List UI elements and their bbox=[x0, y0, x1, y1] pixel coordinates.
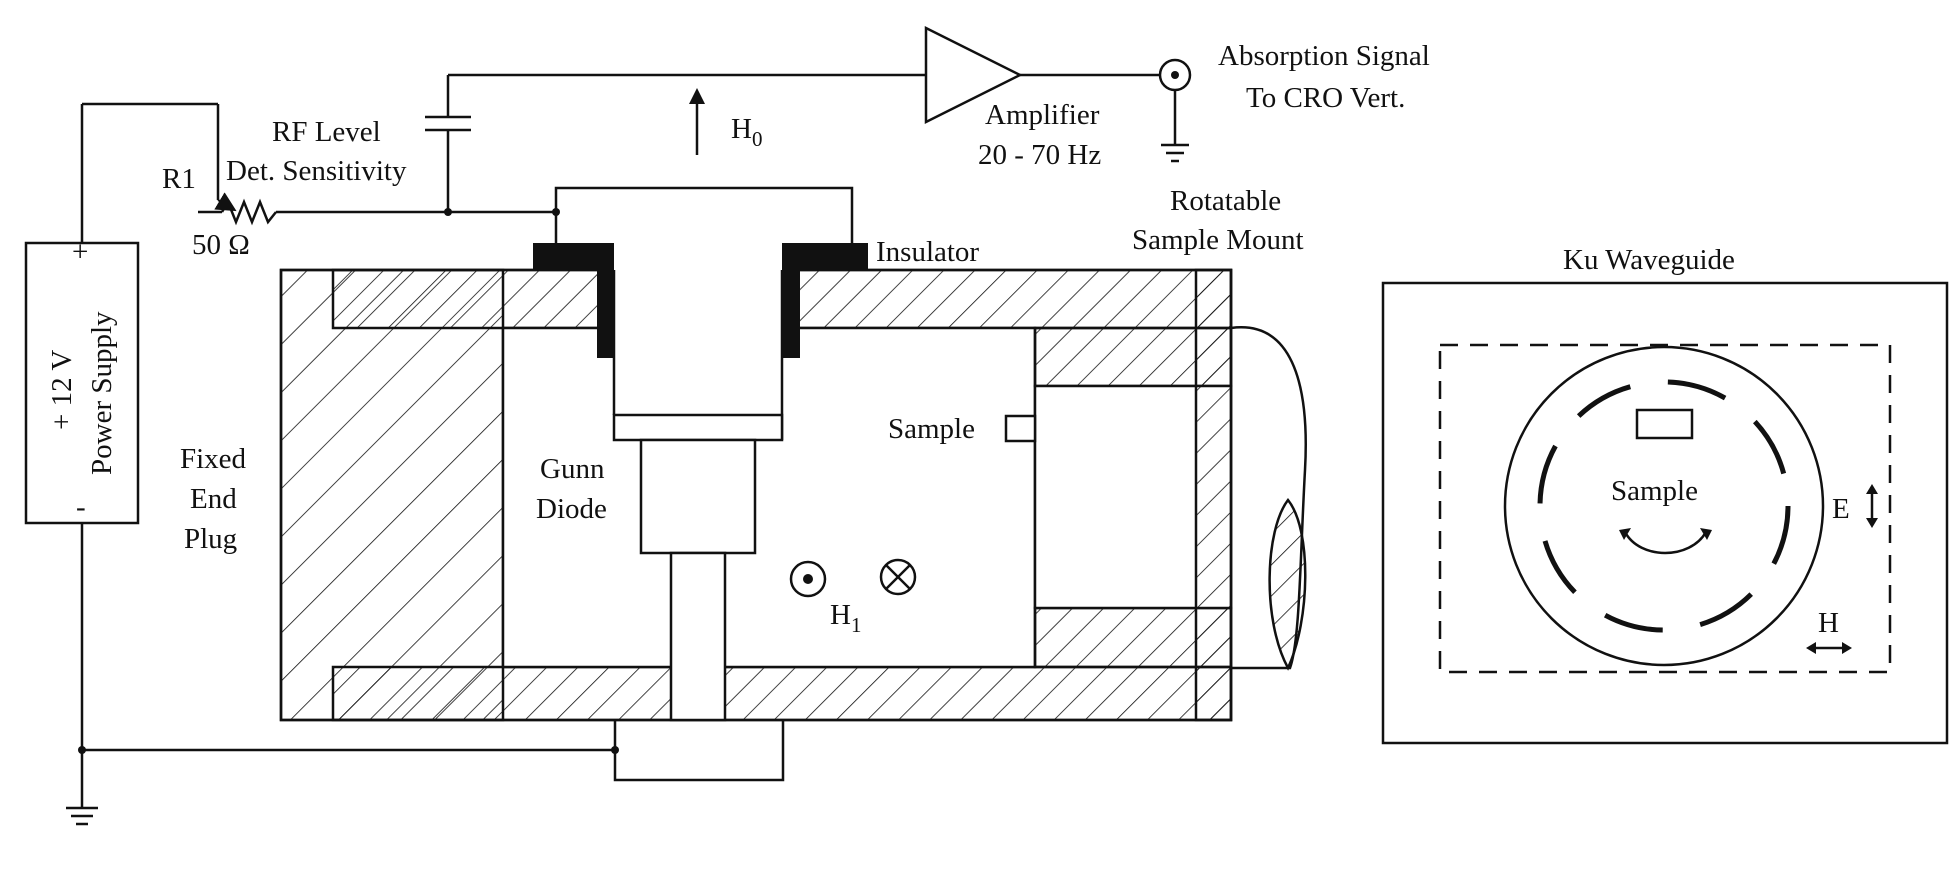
fixed-end-plug bbox=[279, 268, 505, 722]
h1-subscript: 1 bbox=[851, 613, 862, 637]
e-field-label: E bbox=[1832, 493, 1850, 525]
ku-waveguide-section bbox=[1381, 281, 1949, 745]
h0-label: H0 bbox=[731, 113, 762, 151]
ku-sample-label: Sample bbox=[1611, 475, 1698, 507]
insulator-left bbox=[533, 243, 614, 358]
resistor-r1 bbox=[198, 192, 448, 226]
power-supply-voltage-label: + 12 V bbox=[46, 350, 78, 430]
insulator-label: Insulator bbox=[876, 236, 979, 268]
h1-field-symbols bbox=[789, 558, 917, 598]
diode-cap bbox=[612, 413, 784, 442]
capacitor bbox=[425, 73, 926, 212]
h0-field-arrow bbox=[689, 88, 705, 155]
circuit-wiring bbox=[24, 25, 1192, 826]
sample-block bbox=[1004, 414, 1037, 443]
sample-label: Sample bbox=[888, 413, 975, 445]
sample-mount-label: Sample Mount bbox=[1132, 224, 1304, 256]
power-supply-label: Power Supply bbox=[86, 311, 118, 475]
to-cro-label: To CRO Vert. bbox=[1246, 82, 1405, 114]
amplifier-label: Amplifier bbox=[985, 99, 1100, 131]
fixed-label: Fixed bbox=[180, 443, 247, 475]
h0-subscript: 0 bbox=[752, 127, 763, 151]
h-field-label: H bbox=[1818, 607, 1839, 639]
rf-level-label: RF Level bbox=[272, 116, 381, 148]
gunn-diode bbox=[639, 438, 757, 555]
e-field-arrow bbox=[1866, 484, 1878, 528]
diode-label: Diode bbox=[536, 493, 607, 525]
det-sensitivity-label: Det. Sensitivity bbox=[226, 155, 407, 187]
r1-label: R1 bbox=[162, 163, 196, 195]
power-supply-box bbox=[24, 241, 140, 525]
rotatable-label: Rotatable bbox=[1170, 185, 1281, 217]
end-label: End bbox=[190, 483, 237, 515]
power-supply-minus: - bbox=[76, 491, 86, 523]
diode-post bbox=[669, 551, 727, 722]
rotation-knob bbox=[1268, 497, 1307, 671]
absorption-signal-label: Absorption Signal bbox=[1218, 40, 1430, 72]
gunn-label: Gunn bbox=[540, 453, 605, 485]
ku-waveguide-label: Ku Waveguide bbox=[1563, 244, 1735, 276]
power-supply-plus: + bbox=[72, 236, 88, 268]
r1-value-label: 50 Ω bbox=[192, 229, 250, 261]
h-field-arrow bbox=[1806, 642, 1852, 654]
amplifier-symbol bbox=[924, 25, 1160, 125]
h1-label: H1 bbox=[830, 599, 861, 637]
waveguide-cavity bbox=[279, 243, 1307, 782]
amplifier-freq-label: 20 - 70 Hz bbox=[978, 139, 1101, 171]
plug-label: Plug bbox=[184, 523, 237, 555]
insulator-right bbox=[782, 243, 868, 358]
ku-sample-rect bbox=[1635, 408, 1694, 440]
ground-symbol-left bbox=[66, 800, 98, 826]
output-connector bbox=[1158, 58, 1192, 163]
